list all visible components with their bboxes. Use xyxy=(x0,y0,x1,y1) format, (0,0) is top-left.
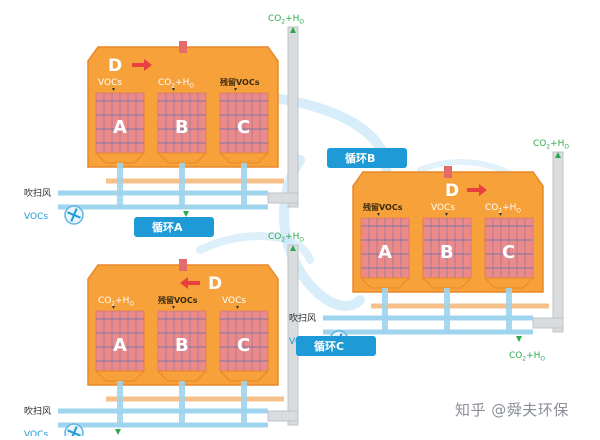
fan-blade xyxy=(73,208,78,216)
bed-c-label: C xyxy=(237,117,250,138)
chamber-co2-h2o-label: CO2+HO xyxy=(158,78,194,89)
small-arrow-icon xyxy=(172,88,175,91)
cycle-c-label: 循环C xyxy=(314,339,344,353)
valve-stub xyxy=(117,163,123,207)
swirl-arc xyxy=(278,155,365,311)
chamber-co2-h2o-label: CO2+HO xyxy=(485,203,521,214)
residual-vocs-label: 残留VOCs xyxy=(363,202,403,212)
burner-icon xyxy=(444,166,452,178)
bed-b-label: B xyxy=(175,335,189,356)
chimney-base xyxy=(267,192,299,204)
chamber-co2-h2o-label: CO2+HO xyxy=(98,296,134,307)
bed-hopper xyxy=(156,152,208,164)
watermark: 知乎 @舜夫环保 xyxy=(455,401,569,419)
stack-co2-h2o-label: CO2+HO xyxy=(268,232,304,243)
inlet-vocs-label: VOCs xyxy=(24,430,48,436)
cycle-b-badge: 循环B xyxy=(327,148,407,168)
fan-blade xyxy=(73,432,81,437)
inlet-vocs-label: VOCs xyxy=(24,212,48,222)
chamber-d-label: D xyxy=(108,56,122,76)
bed-a-label: A xyxy=(113,335,127,356)
cycle-b-label: 循环B xyxy=(345,151,375,165)
badge-box xyxy=(134,217,214,237)
vocs-label: VOCs xyxy=(431,203,455,213)
arrow-up-icon xyxy=(555,152,561,158)
badge-box xyxy=(296,336,376,356)
stack-co2-h2o-label: CO2+HO xyxy=(268,14,304,25)
fan-blade xyxy=(70,214,75,222)
small-arrow-icon xyxy=(499,213,502,216)
purge-air-label: 吹扫风 xyxy=(289,312,316,324)
chimney-base xyxy=(267,410,299,422)
small-arrow-icon xyxy=(236,306,239,309)
arrow-down-icon xyxy=(115,429,121,435)
fan-blade xyxy=(73,214,81,219)
bed-hopper xyxy=(359,277,411,289)
valve-stub xyxy=(179,163,185,207)
arrow-down-icon xyxy=(183,211,189,217)
bed-hopper xyxy=(218,152,270,164)
arrow-down-icon xyxy=(516,336,522,342)
small-arrow-icon xyxy=(172,306,175,309)
valve-stub xyxy=(382,288,388,332)
cycle-a-label: 循环A xyxy=(152,220,183,234)
arrow-up-icon xyxy=(290,27,296,33)
bottom-co2-h2o-label: CO2+HO xyxy=(509,351,545,362)
bed-hopper xyxy=(94,370,146,382)
valve-stub xyxy=(506,288,512,332)
chimney xyxy=(287,26,299,208)
bed-hopper xyxy=(483,277,535,289)
vocs-label: VOCs xyxy=(222,296,246,306)
badge-box xyxy=(327,148,407,168)
stack-co2-h2o-label: CO2+HO xyxy=(533,139,569,150)
burner-icon xyxy=(179,41,187,53)
valve-stub xyxy=(241,163,247,207)
flow-arrow-icon xyxy=(467,184,487,196)
bed-hopper xyxy=(156,370,208,382)
residual-vocs-label: 残留VOCs xyxy=(158,295,198,305)
bed-hopper xyxy=(218,370,270,382)
fan-blade xyxy=(67,211,75,216)
small-arrow-icon xyxy=(377,213,380,216)
cycle-c-badge: 循环C xyxy=(296,336,376,356)
chimney-base xyxy=(532,317,564,329)
swirl-arc xyxy=(196,232,314,264)
small-arrow-icon xyxy=(445,213,448,216)
flow-arrow-icon xyxy=(180,277,200,289)
bed-a-label: A xyxy=(113,117,127,138)
chimney xyxy=(552,151,564,333)
bed-hopper xyxy=(421,277,473,289)
vocs-label: VOCs xyxy=(98,78,122,88)
chamber-d-label: D xyxy=(445,181,459,201)
fan-blade xyxy=(67,429,75,434)
purge-air-label: 吹扫风 xyxy=(24,187,51,199)
flow-arrow-icon xyxy=(132,59,152,71)
valve-stub xyxy=(179,381,185,425)
chimney xyxy=(287,244,299,426)
small-arrow-icon xyxy=(234,88,237,91)
cycle-a-badge: 循环A xyxy=(134,217,214,237)
small-arrow-icon xyxy=(112,306,115,309)
bed-hopper xyxy=(94,152,146,164)
valve-stub xyxy=(444,288,450,332)
bed-b-label: B xyxy=(175,117,189,138)
bed-c-label: C xyxy=(502,242,515,263)
purge-air-label: 吹扫风 xyxy=(24,405,51,417)
chamber-d-label: D xyxy=(208,274,222,294)
bed-a-label: A xyxy=(378,242,392,263)
valve-stub xyxy=(117,381,123,425)
fan-blade xyxy=(73,426,78,434)
residual-vocs-label: 残留VOCs xyxy=(220,77,260,87)
bed-c-label: C xyxy=(237,335,250,356)
small-arrow-icon xyxy=(112,88,115,91)
arrow-up-icon xyxy=(290,245,296,251)
valve-stub xyxy=(241,381,247,425)
bed-b-label: B xyxy=(440,242,454,263)
burner-icon xyxy=(179,259,187,271)
